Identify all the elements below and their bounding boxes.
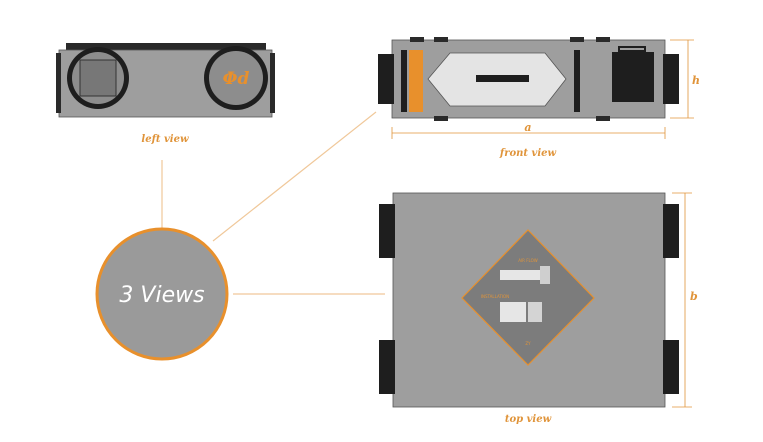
dimension-a: [391, 127, 666, 139]
duct-diameter-symbol: Φd: [223, 69, 250, 89]
dimension-h: [670, 39, 694, 119]
left-view: Φd: [56, 43, 275, 118]
plate-label-top: AIR FLOW: [518, 258, 538, 263]
top-view: AIR FLOW INSTALLATION ZY: [379, 192, 679, 408]
three-views-label: 3 Views: [119, 283, 204, 308]
right-duct-port: Φd: [204, 46, 268, 110]
three-views-badge: 3 Views: [95, 227, 229, 361]
plate-mark: ZY: [525, 341, 531, 346]
plate-label-bottom: INSTALLATION: [481, 294, 509, 299]
connector-lines: [161, 111, 385, 295]
left-view-label: left view: [141, 134, 189, 145]
dimension-h-label: h: [692, 74, 700, 87]
info-plate: AIR FLOW INSTALLATION ZY: [461, 229, 595, 366]
front-view-label: front view: [499, 148, 557, 159]
left-duct-port: [67, 47, 129, 109]
front-view: [378, 37, 679, 121]
dimension-a-label: a: [524, 121, 531, 134]
dimension-b: [672, 192, 692, 408]
dimension-b-label: b: [690, 290, 698, 303]
top-view-label: top view: [505, 414, 552, 425]
